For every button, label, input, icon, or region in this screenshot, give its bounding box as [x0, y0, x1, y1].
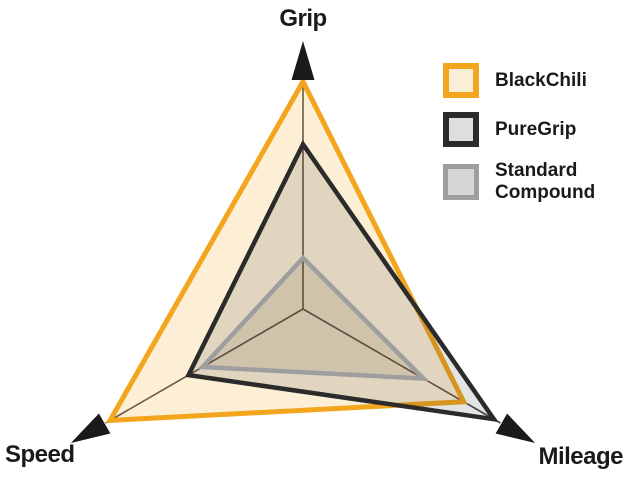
legend-label: Standard Compound	[495, 160, 596, 203]
axis-label-mileage: Mileage	[538, 443, 623, 470]
legend-swatch-0	[443, 63, 479, 98]
series-polygon-puregrip	[185, 139, 499, 423]
legend-swatch-2	[443, 164, 479, 200]
axis-label-speed: Speed	[5, 441, 75, 468]
series-polygon-blackchili	[105, 76, 468, 424]
legend-item-standard-compound: Standard Compound	[443, 160, 607, 204]
series-polygon-standard-compound	[197, 254, 430, 382]
legend-item-blackchili: BlackChili	[443, 63, 607, 98]
legend-label: PureGrip	[495, 118, 577, 140]
legend-swatch-1	[443, 112, 479, 147]
legend-item-puregrip: PureGrip	[443, 112, 607, 147]
axis-label-grip: Grip	[279, 5, 327, 32]
axis-arrow-icon-grip	[291, 41, 315, 80]
legend-label: BlackChili	[495, 69, 587, 91]
axis-arrow-icon-mileage	[495, 413, 536, 443]
axis-arrow-icon-speed	[70, 413, 111, 443]
